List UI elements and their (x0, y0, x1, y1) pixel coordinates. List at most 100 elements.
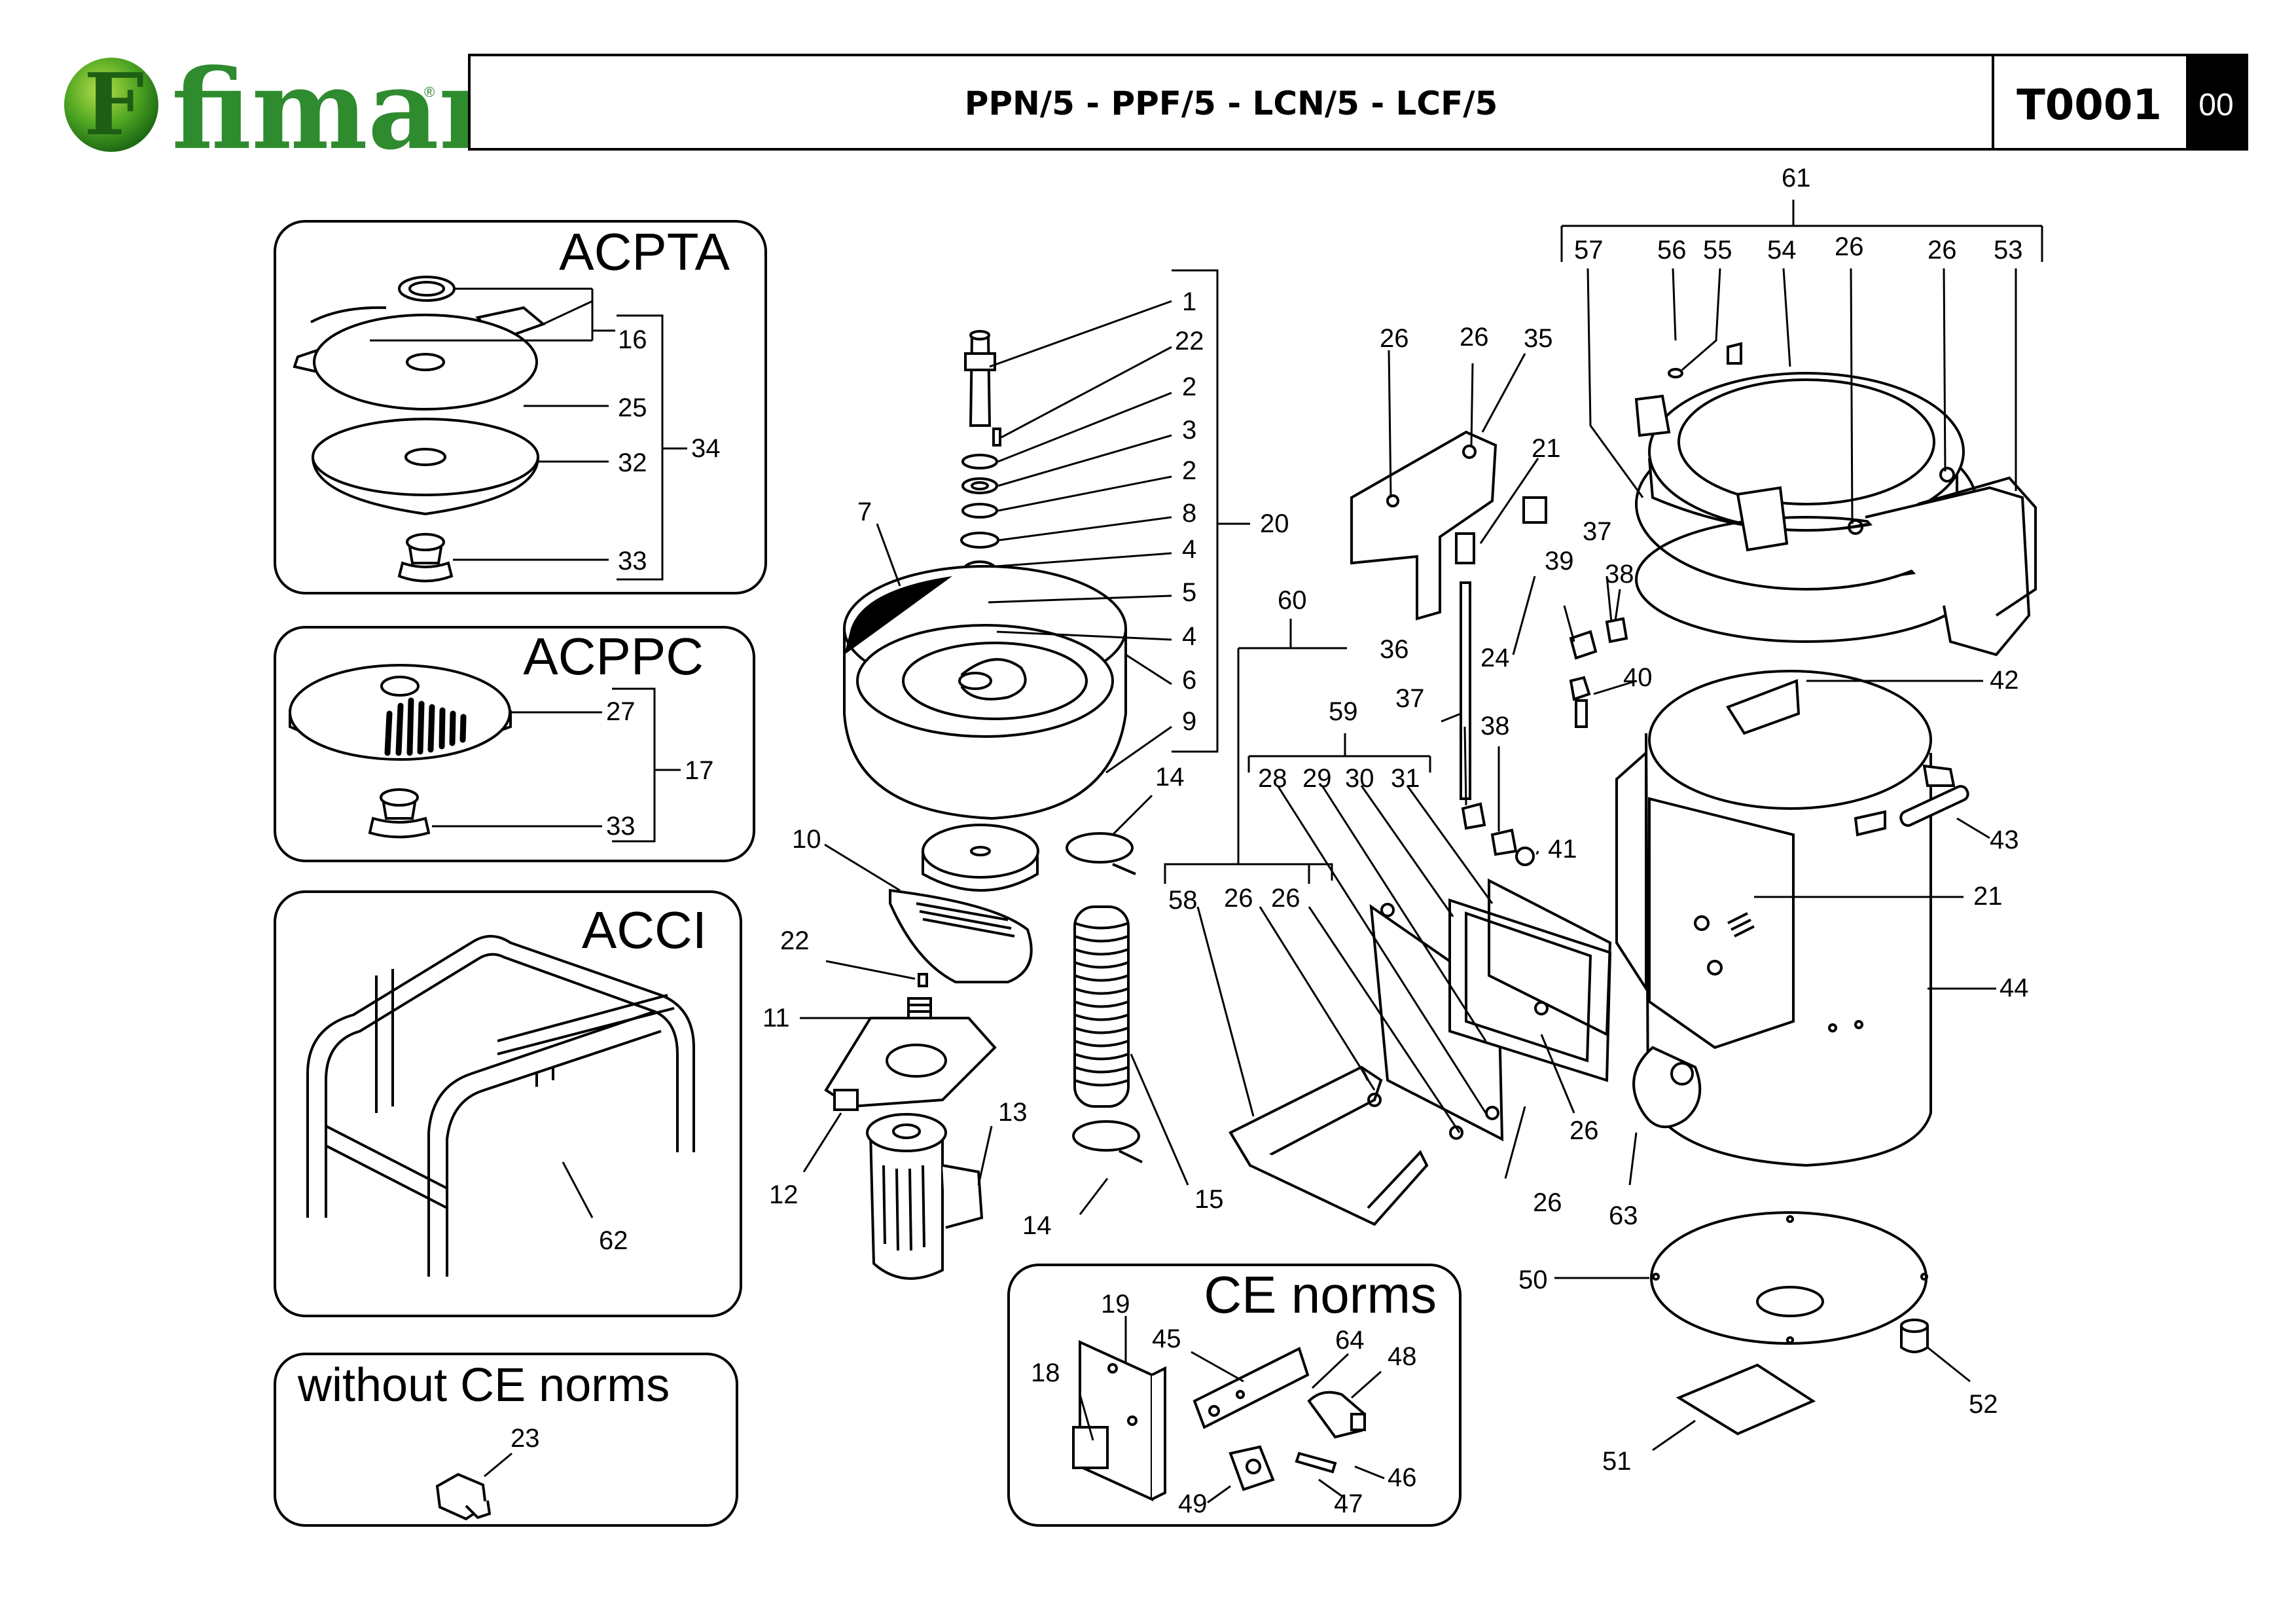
callout-label: 19 (1101, 1290, 1130, 1319)
callout-label: 54 (1767, 236, 1797, 264)
callout-label: 46 (1388, 1463, 1417, 1492)
callout-label: 62 (599, 1226, 628, 1255)
callout-label: 33 (606, 812, 636, 841)
callout-label: 32 (618, 448, 647, 477)
panel-ce-title: CE norms (1204, 1266, 1437, 1324)
panel-acci: ACCI 62 (274, 890, 742, 1317)
callout-label: 17 (685, 756, 714, 785)
callout-label: 36 (1380, 635, 1409, 664)
callout-label: 29 (1302, 764, 1332, 793)
callout-label: 28 (1258, 764, 1287, 793)
callout-label: 63 (1609, 1201, 1638, 1230)
callout-label: 41 (1548, 835, 1577, 864)
callout-label: 8 (1182, 499, 1196, 528)
callout-label: 35 (1524, 324, 1553, 353)
callout-label: 24 (1480, 644, 1510, 672)
callout-label: 21 (1973, 882, 2003, 911)
callout-label: 3 (1182, 416, 1196, 445)
callout-label: 25 (618, 393, 647, 422)
callout-label: 51 (1602, 1447, 1632, 1476)
callout-label: 61 (1782, 164, 1811, 192)
callout-label: 44 (2000, 974, 2029, 1002)
panel-without-ce-norms: without CE norms 23 (274, 1353, 738, 1527)
callout-label: 45 (1152, 1324, 1181, 1353)
callout-label: 16 (618, 325, 647, 354)
brand-logo: F fimar ® (64, 45, 499, 174)
models-title: PPN/5 - PPF/5 - LCN/5 - LCF/5 (965, 84, 1498, 122)
callout-label: 1 (1182, 287, 1196, 316)
callout-label: 4 (1182, 535, 1196, 564)
callout-label: 48 (1388, 1342, 1417, 1371)
brand-name: fimar (171, 45, 499, 174)
callout-label: 31 (1391, 764, 1420, 793)
callout-label: 4 (1182, 622, 1196, 651)
callout-label: 26 (1460, 323, 1489, 352)
callout-label: 47 (1334, 1489, 1363, 1518)
panel-acppc-title: ACPPC (523, 627, 704, 685)
callout-label: 49 (1178, 1489, 1208, 1518)
callout-label: 39 (1545, 547, 1574, 575)
table-code: T0001 (2017, 81, 2162, 130)
panel-acpta: ACPTA 16 25 32 34 33 (274, 220, 767, 594)
logo-sphere-icon (64, 58, 158, 152)
callout-label: 26 (1271, 884, 1300, 913)
callout-label: 12 (769, 1180, 798, 1209)
callout-label: 11 (762, 1004, 790, 1032)
callout-label: 59 (1329, 697, 1358, 726)
callout-label: 26 (1380, 324, 1409, 353)
callout-label: 57 (1574, 236, 1604, 264)
callout-label: 33 (618, 547, 647, 575)
registered-mark: ® (424, 84, 435, 100)
callout-label: 20 (1260, 509, 1289, 538)
callout-label: 56 (1657, 236, 1687, 264)
callout-label: 13 (998, 1098, 1028, 1127)
callout-label: 55 (1703, 236, 1732, 264)
callout-label: 64 (1335, 1326, 1365, 1355)
callout-label: 22 (780, 926, 810, 955)
callout-label: 30 (1345, 764, 1374, 793)
cover-lid-assembly: 61 57 56 55 54 26 26 53 (1560, 164, 2043, 657)
title-block: PPN/5 - PPF/5 - LCN/5 - LCF/5 T0001 00 (468, 54, 2248, 151)
panel-ce-norms: CE norms 19 45 64 48 18 46 49 47 (1007, 1264, 1462, 1527)
logo-f-glyph-icon: F (84, 54, 144, 155)
callout-label: 26 (1570, 1116, 1599, 1145)
panel-acpta-title: ACPTA (559, 223, 730, 281)
callout-label: 37 (1395, 684, 1425, 713)
callout-label: 14 (1155, 763, 1185, 792)
callout-label: 50 (1518, 1266, 1548, 1294)
revision-number: 00 (2198, 88, 2233, 122)
callout-label: 6 (1182, 666, 1196, 695)
bracket-hose-assembly: 26 26 35 21 37 39 38 36 24 40 37 38 41 (1350, 323, 1653, 866)
callout-label: 7 (857, 498, 872, 526)
callout-label: 42 (1990, 666, 2019, 695)
callout-label: 26 (1835, 232, 1864, 261)
panel-without-ce-title: without CE norms (297, 1359, 670, 1412)
callout-label: 2 (1182, 373, 1196, 401)
callout-label: 60 (1278, 586, 1307, 615)
callout-label: 9 (1182, 707, 1196, 736)
callout-label: 5 (1182, 578, 1196, 607)
machine-body-assembly: 42 43 21 44 63 (1609, 666, 2029, 1230)
callout-label: 27 (606, 697, 636, 726)
callout-label: 14 (1022, 1211, 1052, 1240)
callout-label: 40 (1623, 663, 1653, 692)
callout-label: 38 (1605, 560, 1634, 589)
callout-label: 22 (1175, 327, 1204, 356)
callout-label: 58 (1168, 886, 1198, 915)
drive-motor-assembly: 10 14 22 11 12 13 14 15 (762, 763, 1224, 1280)
callout-label: 21 (1532, 434, 1561, 463)
callout-label: 37 (1583, 517, 1612, 546)
door-frame-assembly: 60 59 28 29 30 31 58 26 26 26 26 (1164, 586, 1612, 1226)
base-plate-assembly: 50 52 51 (1518, 1211, 1998, 1476)
callout-label: 23 (511, 1424, 540, 1453)
callout-label: 53 (1994, 236, 2023, 264)
spindle-plate-assembly: 1 22 2 3 2 8 4 5 4 6 9 20 7 (843, 269, 1289, 820)
callout-label: 15 (1194, 1185, 1224, 1214)
callout-label: 43 (1990, 826, 2019, 854)
callout-label: 26 (1224, 884, 1253, 913)
callout-label: 52 (1969, 1390, 1998, 1419)
callout-label: 10 (792, 825, 821, 854)
callout-label: 34 (691, 434, 721, 463)
callout-label: 26 (1928, 236, 1957, 264)
